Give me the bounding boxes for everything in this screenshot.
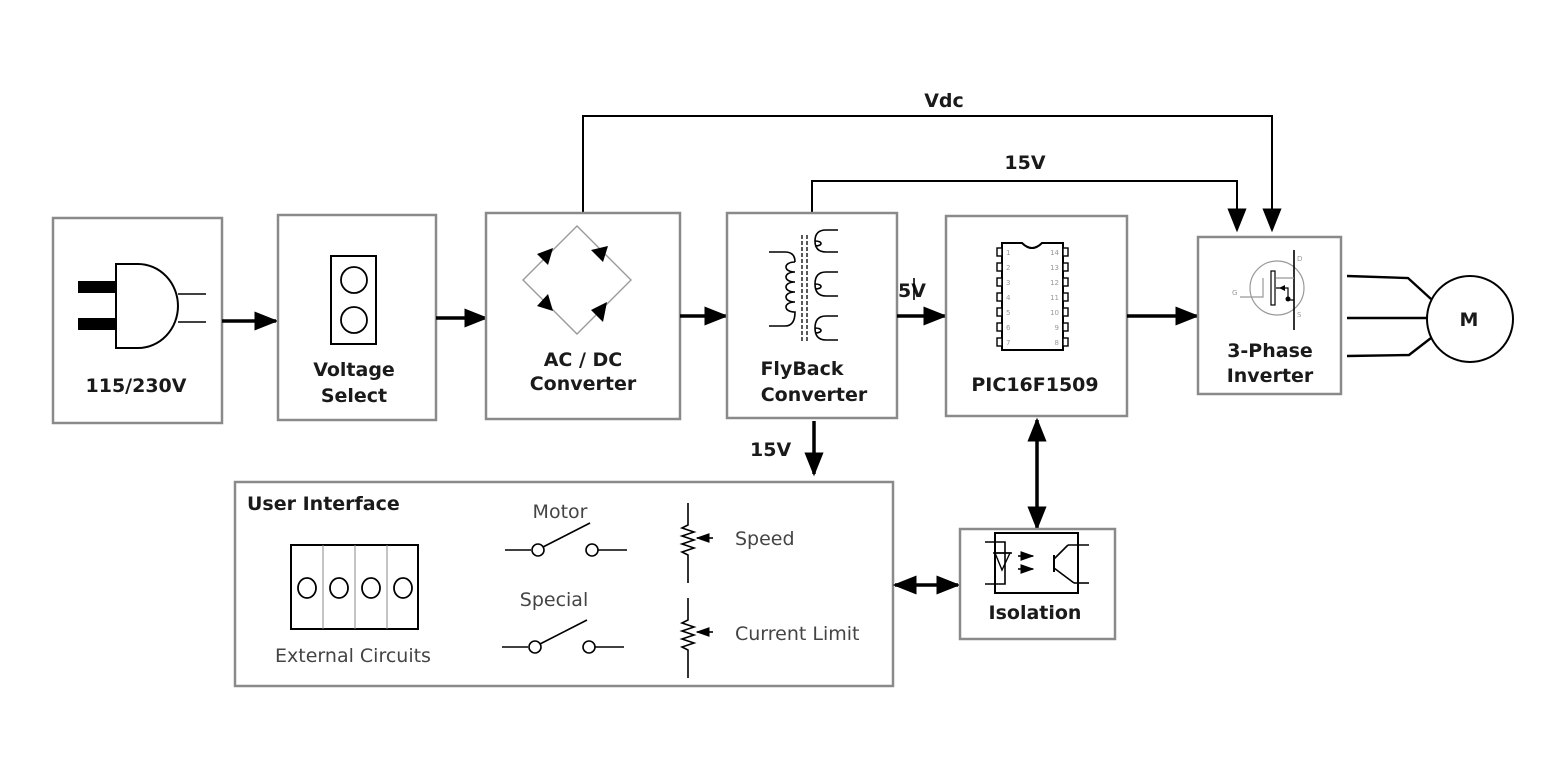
motor-switch[interactable]: Motor xyxy=(505,501,627,557)
5v-link: 5V xyxy=(897,278,948,326)
chip-pin-number: 8 xyxy=(1055,339,1059,347)
ac-dc-label-1: AC / DC xyxy=(544,349,623,371)
voltage-select-label-2: Select xyxy=(321,385,387,407)
voltage-select-label-1: Voltage xyxy=(313,359,395,381)
chip-pin xyxy=(1062,292,1069,302)
mosfet-icon: D S G xyxy=(1232,250,1305,330)
chip-pin-number: 4 xyxy=(1006,294,1011,302)
vdc-label: Vdc xyxy=(924,90,964,112)
chip-pin xyxy=(996,307,1003,317)
15v-ui-link: 15V xyxy=(750,421,824,477)
bridge-rectifier-icon xyxy=(522,225,632,335)
ui-title: User Interface xyxy=(247,493,400,515)
motor-switch-label: Motor xyxy=(533,501,588,523)
chip-pin-number: 6 xyxy=(1006,324,1011,332)
potentiometer-icon xyxy=(679,503,713,583)
motor-label: M xyxy=(1460,309,1479,331)
chip-pin xyxy=(1062,277,1069,287)
chip-pin-number: 12 xyxy=(1050,279,1059,287)
switch-icon xyxy=(502,619,624,654)
isolation-label: Isolation xyxy=(989,602,1082,624)
15v-top-rail: 15V xyxy=(811,152,1247,233)
inverter-block: D S G 3-Phase Inverter xyxy=(1196,235,1343,396)
special-switch-label: Special xyxy=(520,589,588,611)
special-switch[interactable]: Special xyxy=(502,589,624,654)
voltage-select-block: Voltage Select xyxy=(276,213,438,422)
flyback-label-2: Converter xyxy=(761,384,868,406)
chip-pin xyxy=(1062,322,1069,332)
speed-label: Speed xyxy=(735,528,795,550)
chip-pin-number: 1 xyxy=(1006,249,1010,257)
transformer-icon xyxy=(769,229,838,342)
chip-pin xyxy=(1062,262,1069,272)
inverter-label-1: 3-Phase xyxy=(1227,340,1313,362)
plug-icon xyxy=(78,263,206,349)
chip-pin xyxy=(996,292,1003,302)
terminal-block-icon xyxy=(290,544,419,630)
chip-pin xyxy=(996,247,1003,257)
switch-icon xyxy=(505,522,627,557)
chip-pin-number: 2 xyxy=(1006,264,1010,272)
chip-pin-number: 7 xyxy=(1006,339,1010,347)
jumper-icon xyxy=(330,255,377,345)
ac-dc-label-2: Converter xyxy=(530,373,637,395)
5v-label: 5V xyxy=(898,280,926,302)
optocoupler-icon xyxy=(985,532,1089,594)
chip-pin xyxy=(996,337,1003,347)
vdc-rail: Vdc xyxy=(582,90,1282,233)
chip-pin xyxy=(996,262,1003,272)
motor-phase-wires xyxy=(1346,274,1432,358)
user-interface-block: User Interface External Circuits Motor S… xyxy=(233,480,895,688)
current-limit-label: Current Limit xyxy=(735,623,860,645)
current-limit-potentiometer[interactable]: Current Limit xyxy=(679,598,860,678)
inverter-label-2: Inverter xyxy=(1227,365,1314,387)
flyback-label-1: FlyBack xyxy=(760,358,843,380)
chip-pin-number: 13 xyxy=(1050,264,1059,272)
mosfet-source-label: S xyxy=(1297,311,1302,319)
mcu-label: PIC16F1509 xyxy=(971,374,1098,396)
isolation-block: Isolation xyxy=(958,527,1117,641)
speed-potentiometer[interactable]: Speed xyxy=(679,503,795,583)
potentiometer-icon xyxy=(679,598,713,678)
chip-pin xyxy=(996,322,1003,332)
motor: M xyxy=(1426,275,1514,363)
ac-dc-block: AC / DC Converter xyxy=(484,211,682,421)
power-input-label: 115/230V xyxy=(86,375,187,397)
chip-pin-number: 3 xyxy=(1006,279,1010,287)
chip-pin-number: 9 xyxy=(1055,324,1059,332)
mosfet-drain-label: D xyxy=(1297,255,1302,263)
external-circuits-label: External Circuits xyxy=(275,645,431,667)
15v-ui-label: 15V xyxy=(750,439,791,461)
chip-pin-number: 5 xyxy=(1006,309,1010,317)
flyback-block: FlyBack Converter xyxy=(725,211,899,420)
chip-pin xyxy=(1062,307,1069,317)
chip-pin-number: 14 xyxy=(1050,249,1059,257)
15v-top-label: 15V xyxy=(1004,152,1045,174)
chip-pin xyxy=(1062,337,1069,347)
mosfet-gate-label: G xyxy=(1232,289,1237,297)
power-input-block: 115/230V xyxy=(51,216,224,425)
chip-pin-number: 11 xyxy=(1050,294,1059,302)
chip-pin xyxy=(996,277,1003,287)
chip-pin xyxy=(1062,247,1069,257)
chip-pin-number: 10 xyxy=(1050,309,1059,317)
